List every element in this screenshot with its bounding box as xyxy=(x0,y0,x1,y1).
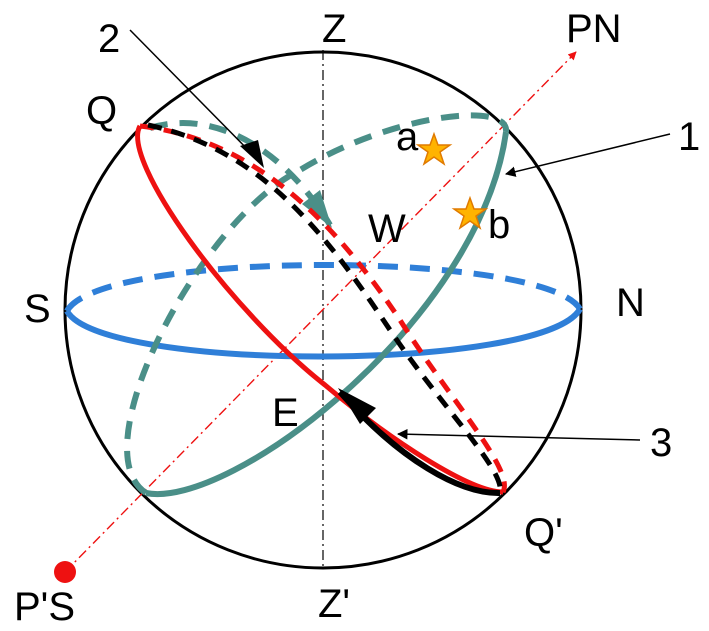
label-star-a: a xyxy=(396,115,419,159)
label-south-pole: P'S xyxy=(14,585,75,626)
label-north: N xyxy=(616,281,645,325)
label-nadir: Z' xyxy=(318,582,350,626)
horizon-back xyxy=(64,262,583,313)
label-q-top: Q xyxy=(86,89,117,133)
star-a-icon xyxy=(415,131,453,166)
polar-axis xyxy=(64,51,577,573)
label-callout-3: 3 xyxy=(650,421,672,465)
label-north-pole: PN xyxy=(566,7,622,51)
label-south: S xyxy=(24,287,51,331)
label-callout-2: 2 xyxy=(98,17,120,61)
star-b-icon xyxy=(451,195,489,230)
path-2-arrowhead xyxy=(302,190,332,228)
diurnal-path-1-back xyxy=(124,112,509,496)
path-3-arrowhead xyxy=(338,388,376,424)
diurnal-path-2-back xyxy=(149,120,333,227)
diurnal-path-1-front xyxy=(145,131,509,498)
label-west: W xyxy=(368,207,406,251)
label-zenith: Z xyxy=(322,7,346,51)
equator-black-back xyxy=(147,122,503,493)
label-star-b: b xyxy=(488,203,510,247)
equator-red-front xyxy=(135,124,504,495)
equator-red-back xyxy=(139,123,507,494)
south-pole-dot xyxy=(54,561,76,583)
label-q-bottom: Q' xyxy=(524,511,563,555)
callout-1-leader xyxy=(504,133,671,177)
callout-3-leader xyxy=(396,428,641,441)
label-east: E xyxy=(272,391,299,435)
callout-2-leader xyxy=(129,29,263,165)
horizon-front xyxy=(64,307,583,360)
label-callout-1: 1 xyxy=(678,115,700,159)
